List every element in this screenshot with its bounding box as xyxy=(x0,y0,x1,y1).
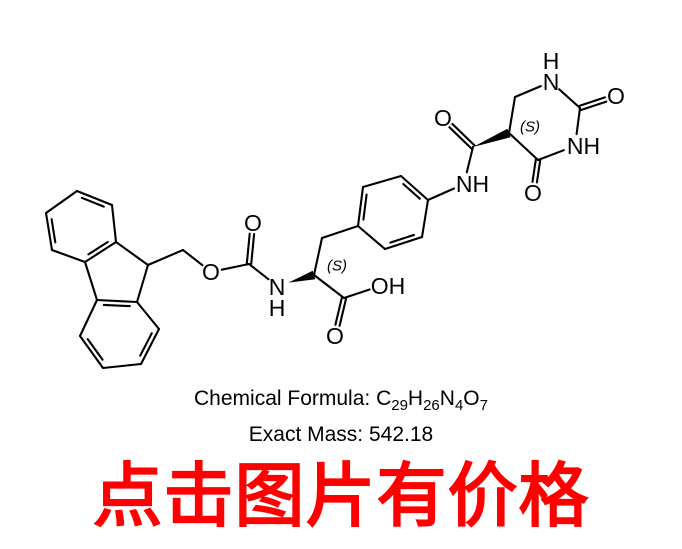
bond-line xyxy=(139,332,153,357)
bond-line xyxy=(50,218,57,244)
formula-subscript: 7 xyxy=(479,397,488,414)
atom-label: NH xyxy=(456,171,489,197)
bond-line xyxy=(402,182,421,200)
formula-subscript: 29 xyxy=(391,397,408,414)
bond-line xyxy=(114,240,150,267)
bond-line xyxy=(513,85,542,99)
formula-subscript: 26 xyxy=(423,397,440,414)
bond-line xyxy=(78,298,99,338)
formula-text: Chemical Formula: C xyxy=(194,387,392,410)
bond-line xyxy=(451,122,476,147)
formula-text: O xyxy=(463,387,480,410)
bond-line xyxy=(86,338,104,361)
atom-label: H xyxy=(543,48,560,74)
bond-line xyxy=(536,149,565,162)
atom-label: O xyxy=(202,259,220,285)
atom-label: O xyxy=(607,83,625,109)
atom-label: O xyxy=(244,210,262,236)
bond-line xyxy=(135,263,150,304)
bond-line xyxy=(250,233,256,266)
bond-line xyxy=(44,211,54,252)
bond-line xyxy=(102,303,131,308)
bond-line xyxy=(135,300,161,331)
bond-line xyxy=(361,174,403,189)
bond-line xyxy=(575,106,582,136)
bond-line xyxy=(507,95,517,135)
bond-line xyxy=(44,189,79,215)
atom-label: O xyxy=(524,180,542,206)
bond-line xyxy=(579,100,608,112)
chemical-formula: Chemical Formula: C29H26N4O7 xyxy=(0,387,682,414)
bond-line xyxy=(83,240,118,264)
bond-line xyxy=(558,88,582,110)
atom-label: OH xyxy=(371,273,406,299)
stereo-wedge-bond xyxy=(288,270,316,283)
bond-line xyxy=(139,327,161,366)
bond-line xyxy=(101,362,143,370)
bond-line xyxy=(389,233,416,244)
stereo-wedge-bond xyxy=(473,128,511,147)
formula-text: N xyxy=(439,387,455,410)
bond-line xyxy=(245,232,251,265)
bond-line xyxy=(426,187,456,202)
bond-line xyxy=(75,189,114,207)
click-for-price-banner[interactable]: 点击图片有价格 xyxy=(92,459,590,536)
bond-line xyxy=(531,158,537,183)
bond-line xyxy=(247,262,270,281)
bond-line xyxy=(320,224,360,240)
bond-line xyxy=(78,334,105,370)
atom-label: H xyxy=(269,295,286,321)
exact-mass: Exact Mass: 542.18 xyxy=(248,423,434,446)
bond-line xyxy=(420,198,430,239)
bond-line xyxy=(578,96,606,107)
bond-line xyxy=(356,185,365,228)
bond-line xyxy=(312,273,346,300)
bond-line xyxy=(342,288,371,300)
bond-line xyxy=(87,240,109,256)
atom-label: N xyxy=(543,69,560,95)
atom-label: O xyxy=(326,323,344,349)
atom-label: N xyxy=(269,274,286,300)
bond-line xyxy=(334,296,343,326)
atom-label: O xyxy=(434,105,452,131)
bond-line xyxy=(448,126,473,150)
bond-line xyxy=(507,131,540,162)
bond-line xyxy=(362,193,368,221)
formula-subscript: 4 xyxy=(454,397,464,414)
bond-line xyxy=(338,297,348,327)
bond-line xyxy=(356,224,387,251)
bond-line xyxy=(50,248,87,264)
stereocenter-label: (S) xyxy=(520,119,540,136)
atom-label: NH xyxy=(567,133,600,159)
bond-line xyxy=(535,159,542,184)
bond-line xyxy=(465,145,475,174)
stereocenter-label: (S) xyxy=(327,258,347,275)
bond-line xyxy=(312,236,324,277)
formula-text: H xyxy=(407,387,424,410)
bond-line xyxy=(399,174,430,202)
bond-line xyxy=(95,298,139,304)
bond-line xyxy=(80,196,105,208)
bond-line xyxy=(146,248,185,267)
bond-line xyxy=(383,235,424,251)
bond-line xyxy=(220,262,251,271)
bond-line xyxy=(83,260,99,302)
bond-line xyxy=(110,203,118,244)
bond-line xyxy=(181,248,204,267)
